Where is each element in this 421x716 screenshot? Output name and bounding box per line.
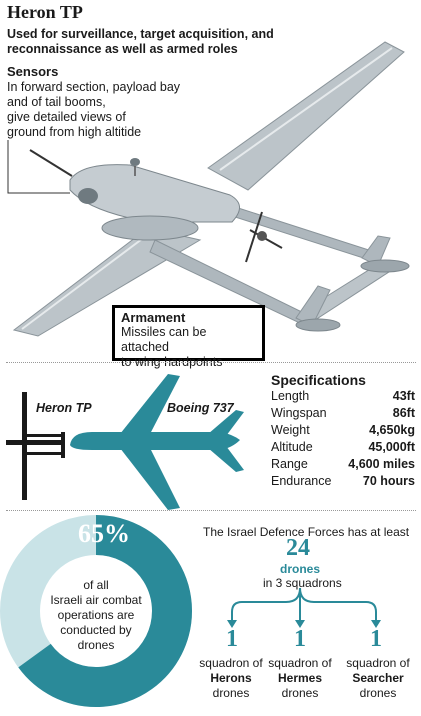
spec-label: Weight [271, 423, 310, 437]
donut-percent: 65% [78, 519, 130, 548]
spec-label: Wingspan [271, 406, 327, 420]
squadron-line: squadron of [268, 656, 332, 670]
squadron-line: squadron of [346, 656, 410, 670]
spec-label: Altitude [271, 440, 313, 454]
page-title: Heron TP [7, 2, 83, 22]
sensors-description: In forward section, payload bay and of t… [7, 80, 207, 140]
far-boom-pod [360, 259, 410, 273]
squadron-count: 1 [226, 626, 238, 652]
drone-total: 24 [286, 535, 310, 561]
spec-row: Altitude 45,000ft [271, 440, 415, 457]
heron-aircraft-illustration [7, 41, 410, 337]
squadron-name: Searcher [352, 671, 404, 685]
sensors-leader-line [7, 140, 70, 194]
spec-row: Length 43ft [271, 389, 415, 406]
specifications-heading: Specifications [271, 372, 366, 388]
spec-value: 86ft [392, 406, 415, 420]
far-wing [207, 41, 405, 191]
sensors-heading: Sensors [7, 64, 59, 79]
armament-line: Missiles can be attached [121, 325, 207, 354]
sensors-line: give detailed views of [7, 110, 126, 124]
size-comparison-silhouettes [6, 374, 244, 510]
sensors-line: and of tail booms, [7, 95, 106, 109]
heron-label: Heron TP [36, 401, 92, 415]
boeing-silhouette [70, 374, 244, 510]
spec-label: Range [271, 457, 308, 471]
spec-row: Range 4,600 miles [271, 457, 415, 474]
donut-line: drones [77, 638, 115, 652]
spec-row: Wingspan 86ft [271, 406, 415, 423]
page-subtitle: Used for surveillance, target acquisitio… [7, 27, 274, 56]
squadron-count: 1 [370, 626, 382, 652]
spec-label: Length [271, 389, 310, 403]
top-antenna [130, 158, 140, 166]
squadron-name: Herons [210, 671, 252, 685]
squadrons-intro: The Israel Defence Forces has at least [203, 525, 410, 539]
squadron-name: Hermes [277, 671, 323, 685]
near-boom-pod [295, 318, 341, 332]
propeller-hub [257, 231, 267, 241]
squadron-tree-lines [227, 588, 381, 628]
spec-value: 43ft [392, 389, 415, 403]
section-divider [6, 362, 416, 363]
drone-total-label: drones [280, 562, 321, 576]
spec-row: Endurance 70 hours [271, 474, 415, 491]
nose-antenna [29, 149, 73, 177]
donut-description: of all Israeli air combat operations are… [39, 578, 153, 653]
propeller-blade [245, 211, 263, 263]
donut-line: of all [83, 578, 109, 592]
squadron-herons: squadron of Herons drones [193, 656, 269, 701]
fuselage [69, 164, 240, 223]
far-tail-boom [231, 205, 377, 263]
squadron-line: drones [281, 686, 319, 700]
heron-silhouette [6, 392, 65, 500]
armament-callout: Armament Missiles can be attached to win… [112, 305, 265, 369]
squadron-hermes: squadron of Hermes drones [262, 656, 338, 701]
section-divider [6, 510, 416, 511]
spec-value: 45,000ft [368, 440, 415, 454]
spec-value: 4,600 miles [348, 457, 415, 471]
spec-row: Weight 4,650kg [271, 423, 415, 440]
squadron-line: drones [359, 686, 397, 700]
sensors-line: In forward section, payload bay [7, 80, 181, 94]
spec-value: 70 hours [362, 474, 415, 488]
squadron-line: squadron of [199, 656, 263, 670]
donut-line: Israeli air combat [50, 593, 142, 607]
combat-share-donut [0, 515, 192, 707]
squadron-count-label: in 3 squadrons [263, 576, 342, 590]
boeing-label: Boeing 737 [167, 401, 234, 415]
nose-sensor [78, 188, 98, 204]
spec-value: 4,650kg [369, 423, 415, 437]
squadron-searcher: squadron of Searcher drones [340, 656, 416, 701]
spec-label: Endurance [271, 474, 332, 488]
donut-line: conducted by [60, 623, 132, 637]
donut-fill-arc [18, 515, 192, 707]
squadron-line: drones [212, 686, 250, 700]
donut-line: operations are [57, 608, 135, 622]
payload-bay [101, 215, 199, 241]
sensors-line: ground from high altitide [7, 125, 142, 139]
armament-heading: Armament [121, 310, 186, 325]
squadron-count: 1 [294, 626, 306, 652]
